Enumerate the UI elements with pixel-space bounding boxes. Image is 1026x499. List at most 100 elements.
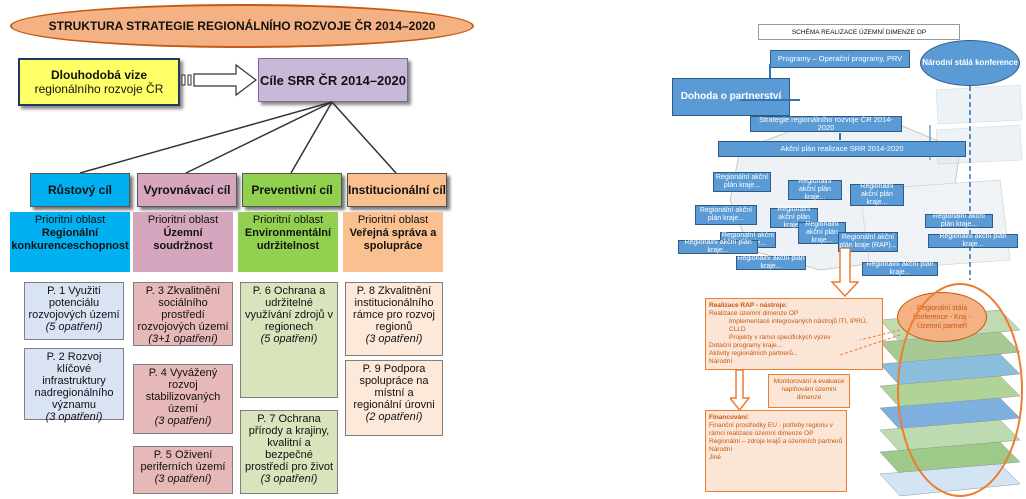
arrow-down-implementation [830, 248, 860, 298]
measure-count: (3 opatření) [45, 411, 103, 423]
rap-box: Regionální akční plán kraje... [928, 233, 1018, 248]
priority-area-1: Prioritní oblast Regionální konkurencesc… [10, 212, 130, 272]
priority-label: Prioritní oblast [357, 214, 429, 226]
regional-conference-label: Regionální stálá konference - Kraj - Úze… [913, 304, 971, 330]
priority-label: Prioritní oblast [252, 214, 324, 226]
measure-text: P. 8 Zkvalitnění institucionálního rámce… [353, 285, 435, 333]
measure-p2: P. 2 Rozvoj klíčové infrastruktury nadre… [24, 348, 124, 423]
implementation-line: Implementace integrovaných nástrojů ITI,… [729, 318, 868, 333]
vision-box: Dlouhodobá vize regionálního rozvoje ČR [18, 58, 180, 106]
implementation-line: Dotační programy kraje... [709, 342, 782, 349]
rap-box: Regionální akční plán kraje... [788, 178, 842, 201]
goal-growth: Růstový cíl [30, 173, 130, 207]
rap-label: Regionální akční plán kraje... [737, 255, 805, 270]
priority-name: Veřejná správa a spolupráce [349, 227, 437, 252]
goals-title: Cíle SRR ČR 2014–2020 [260, 72, 406, 88]
priority-area-4: Prioritní oblast Veřejná správa a spolup… [343, 212, 443, 272]
priority-name: Environmentální udržitelnost [244, 227, 332, 252]
measure-text: P. 2 Rozvoj klíčové infrastruktury nadre… [34, 351, 114, 411]
monitoring-box: Monitorování a evaluace naplňování územn… [768, 374, 850, 408]
measure-text: P. 3 Zkvalitnění sociálního prostředí ro… [137, 285, 229, 333]
monitoring-label: Monitorování a evaluace naplňování územn… [773, 378, 845, 401]
regional-ellipse-outline [840, 283, 1023, 497]
rap-box: Regionální akční plán kraje... [736, 255, 806, 270]
measure-p7: P. 7 Ochrana přírody a krajiny, kvalitní… [240, 410, 338, 494]
partnership-label: Dohoda o partnerství [680, 91, 782, 102]
national-conference-label: Národní stálá konference [922, 58, 1018, 67]
rap-box: Regionální akční plán kraje... [925, 213, 993, 228]
scheme-title: Schéma realizace územní dimenze OP [758, 24, 960, 40]
goal-institutional: Institucionální cíl [347, 173, 447, 207]
rap-box: Regionální akční plán kraje... [713, 172, 771, 192]
measure-count: (5 opatření) [260, 333, 318, 345]
rap-box-main: Regionální akční plán kraje (RAP)... [838, 232, 898, 252]
goal-label: Preventivní cíl [251, 183, 333, 197]
financing-line: Finanční prostředky EU - potřeby regionu… [709, 422, 833, 437]
goal-label: Vyrovnávací cíl [143, 183, 231, 197]
measure-count: (3 opatření) [154, 415, 212, 427]
measure-count: (5 opatření) [45, 321, 103, 333]
rap-label: Regionální akční plán kraje (RAP)... [839, 234, 897, 249]
programs-label: Programy – Operační programy, PRV [777, 54, 903, 63]
priority-label: Prioritní oblast [34, 214, 106, 226]
title-text: STRUKTURA STRATEGIE REGIONÁLNÍHO ROZVOJE… [48, 19, 436, 33]
measure-text: P. 9 Podpora spolupráce na místní a regi… [353, 363, 435, 411]
national-conference-oval: Národní stálá konference [920, 40, 1020, 86]
priority-name: Regionální konkurenceschopnost [11, 227, 129, 252]
rap-box: Regionální akční plán kraje... [798, 221, 846, 244]
diagram-title: STRUKTURA STRATEGIE REGIONÁLNÍHO ROZVOJE… [10, 4, 474, 48]
priority-label: Prioritní oblast [147, 214, 219, 226]
regional-conference-oval: Regionální stálá konference - Kraj - Úze… [897, 292, 987, 342]
implementation-title: Realizace RAP - nástroje: [709, 302, 788, 309]
measure-text: P. 7 Ochrana přírody a krajiny, kvalitní… [244, 413, 334, 473]
implementation-line: Realizace územní dimenze OP [709, 310, 799, 317]
priority-area-3: Prioritní oblast Environmentální udržite… [238, 212, 338, 272]
rap-label: Regionální akční plán kraje... [932, 213, 986, 228]
arrow-vision-to-goals [181, 63, 257, 97]
rap-label: Regionální akční plán kraje... [939, 233, 1007, 248]
rap-label: Regionální akční plán kraje... [715, 174, 769, 189]
measure-count: (3 opatření) [365, 333, 423, 345]
measure-count: (3+1 opatření) [148, 333, 218, 345]
financing-line: Regionální – zdroje krajů a územních par… [709, 438, 843, 445]
scheme-title-text: Schéma realizace územní dimenze OP [791, 28, 927, 36]
programs-box: Programy – Operační programy, PRV [770, 50, 910, 68]
measure-text: P. 6 Ochrana a udržitelné využívání zdro… [244, 285, 334, 333]
vision-subtitle: regionálního rozvoje ČR [34, 82, 164, 96]
financing-line: Národní [709, 446, 733, 453]
implementation-line: Aktivity regionálních partnerů... [709, 350, 799, 357]
goal-balancing: Vyrovnávací cíl [137, 173, 237, 207]
measure-p3: P. 3 Zkvalitnění sociálního prostředí ro… [133, 282, 233, 346]
measure-count: (3 opatření) [260, 473, 318, 485]
action-plan-label: Akční plán realizace SRR 2014-2020 [780, 144, 904, 153]
measure-p6: P. 6 Ochrana a udržitelné využívání zdro… [240, 282, 338, 398]
rap-label: Regionální akční plán kraje... [866, 261, 934, 276]
action-plan-box: Akční plán realizace SRR 2014-2020 [718, 141, 966, 157]
measure-p4: P. 4 Vyvážený rozvoj stabilizovaných úze… [133, 364, 233, 434]
priority-name: Územní soudržnost [153, 227, 213, 252]
arrow-down-financing [730, 370, 750, 412]
rap-label: Regionální akční plán kraje... [805, 221, 839, 244]
vision-title: Dlouhodobá vize [51, 68, 147, 82]
implementation-box: Realizace RAP - nástroje: Realizace územ… [705, 298, 883, 370]
measure-text: P. 4 Vyvážený rozvoj stabilizovaných úze… [145, 367, 221, 415]
rap-box: Regionální akční plán kraje... [678, 239, 758, 254]
goals-box: Cíle SRR ČR 2014–2020 [258, 58, 408, 102]
goal-label: Růstový cíl [47, 183, 113, 197]
goal-label: Institucionální cíl [348, 183, 447, 197]
measure-count: (2 opatření) [365, 411, 423, 423]
partnership-box: Dohoda o partnerství [672, 78, 790, 116]
priority-area-2: Prioritní oblast Územní soudržnost [133, 212, 233, 272]
rap-label: Regionální akční plán kraje... [798, 178, 832, 201]
measure-p9: P. 9 Podpora spolupráce na místní a regi… [345, 360, 443, 436]
rap-label: Regionální akční plán kraje... [777, 206, 811, 229]
financing-title: Financování: [709, 414, 750, 421]
financing-line: Jiné [709, 454, 721, 461]
rap-label: Regionální akční plán kraje... [860, 183, 894, 206]
measure-text: P. 5 Oživení periferních území [140, 449, 226, 473]
rap-box: Regionální akční plán kraje... [850, 183, 904, 206]
goal-preventive: Preventivní cíl [242, 173, 342, 207]
measure-p5: P. 5 Oživení periferních území(3 opatřen… [133, 446, 233, 494]
goal-connectors [79, 101, 397, 174]
rap-box: Regionální akční plán kraje... [862, 261, 938, 276]
